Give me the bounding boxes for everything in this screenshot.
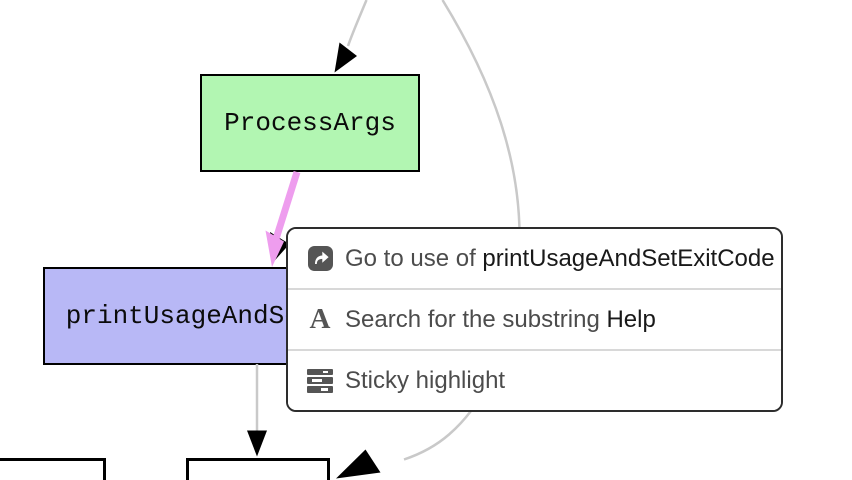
menu-item-text: Go to use of xyxy=(345,244,483,272)
node-bottom-middle[interactable] xyxy=(186,458,330,480)
highlight-arrowhead-icon xyxy=(265,230,284,267)
menu-item-label: Sticky highlight xyxy=(345,367,505,395)
go-to-use-icon xyxy=(305,244,335,274)
node-process-args[interactable]: ProcessArgs xyxy=(200,74,420,172)
edge-arrowhead-icon xyxy=(336,449,381,479)
menu-item-label: Go to use of printUsageAndSetExitCode xyxy=(345,245,775,273)
menu-item-emphasis-text: Help xyxy=(606,305,656,333)
menu-item-text: Sticky highlight xyxy=(345,366,506,394)
sticky-highlight-icon xyxy=(305,366,335,396)
menu-item-go-to-use[interactable]: Go to use of printUsageAndSetExitCode xyxy=(288,229,781,288)
context-menu: Go to use of printUsageAndSetExitCode A … xyxy=(286,227,783,412)
edge-arrowhead-icon xyxy=(334,42,357,73)
menu-item-emphasis-text: printUsageAndSetExitCode xyxy=(482,244,775,272)
search-substring-icon: A xyxy=(309,303,331,335)
menu-item-label: Search for the substring Help xyxy=(345,306,656,334)
node-label: ProcessArgs xyxy=(224,108,396,138)
menu-item-text: Search for the substring xyxy=(345,305,607,333)
menu-item-search-substring[interactable]: A Search for the substring Help xyxy=(288,288,781,349)
node-bottom-left[interactable] xyxy=(0,458,106,480)
edge-arrowhead-icon xyxy=(247,430,267,457)
menu-item-sticky-highlight[interactable]: Sticky highlight xyxy=(288,349,781,410)
edge-incoming-processargs xyxy=(346,0,368,47)
